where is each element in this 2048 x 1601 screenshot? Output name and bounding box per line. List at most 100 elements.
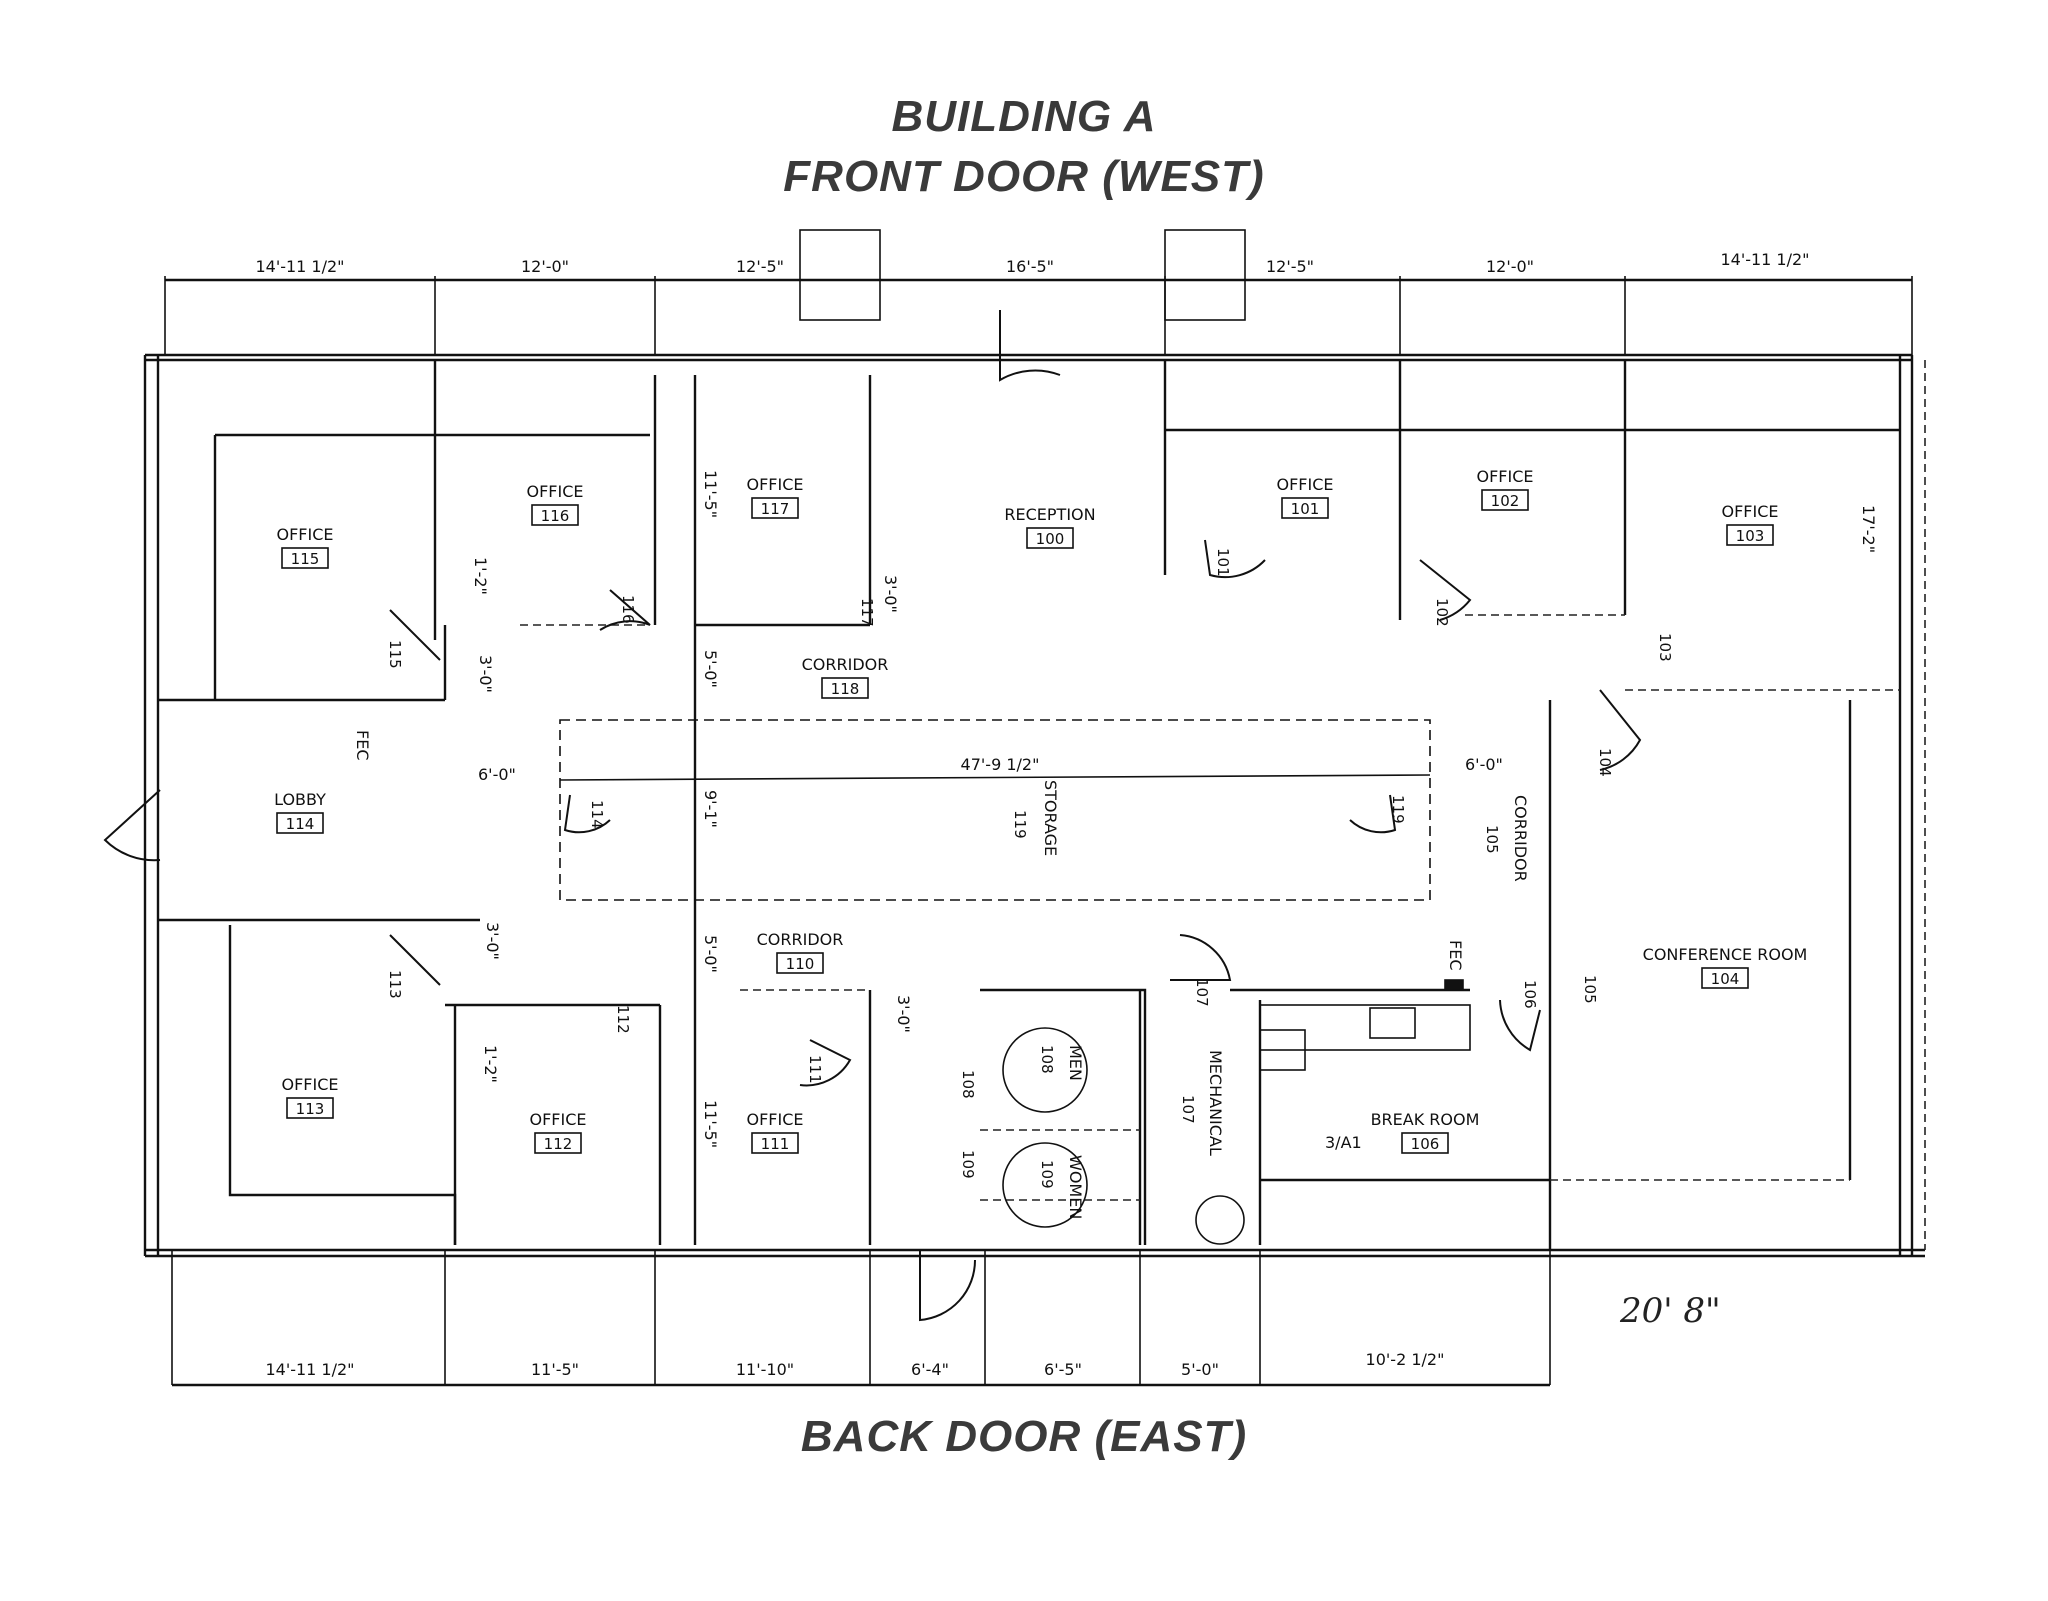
svg-text:105: 105 [1483,825,1501,854]
svg-text:102: 102 [1433,598,1451,627]
svg-text:OFFICE: OFFICE [530,1110,587,1129]
svg-text:FEC: FEC [353,730,372,760]
svg-text:106: 106 [1521,980,1539,1009]
svg-text:103: 103 [1736,527,1765,545]
svg-text:102: 102 [1491,492,1520,510]
svg-text:108: 108 [959,1070,977,1099]
svg-text:12'-0": 12'-0" [521,257,569,276]
svg-text:14'-11 1/2": 14'-11 1/2" [265,1360,354,1379]
svg-text:119: 119 [1011,810,1029,839]
fec-labels: FEC FEC [353,730,1465,991]
svg-text:OFFICE: OFFICE [747,475,804,494]
svg-text:107: 107 [1193,978,1211,1007]
room-break-106: BREAK ROOM 106 [1371,1110,1480,1154]
sheet-reference: 3/A1 [1325,1133,1362,1152]
room-office-103: OFFICE 103 [1722,502,1779,546]
bottom-dimension-strip [171,1250,1551,1387]
room-mechanical-107: MECHANICAL 107 [1179,1050,1225,1156]
svg-text:101: 101 [1291,500,1320,518]
handwritten-note: 20' 8" [1619,1291,1721,1331]
svg-text:17'-2": 17'-2" [1859,505,1878,553]
svg-text:106: 106 [1411,1135,1440,1153]
room-corridor-118: CORRIDOR 118 [802,655,889,699]
svg-text:47'-9 1/2": 47'-9 1/2" [961,755,1040,774]
svg-text:OFFICE: OFFICE [747,1110,804,1129]
svg-text:111: 111 [761,1135,790,1153]
svg-text:119: 119 [1389,795,1407,824]
svg-text:12'-5": 12'-5" [736,257,784,276]
svg-text:115: 115 [386,640,404,669]
svg-text:113: 113 [386,970,404,999]
bottom-dimensions: 14'-11 1/2" 11'-5" 11'-10" 6'-4" 6'-5" 5… [265,1350,1444,1379]
room-office-111: OFFICE 111 [747,1110,804,1154]
top-dimensions: 14'-11 1/2" 12'-0" 12'-5" 16'-5" 12'-5" … [255,250,1809,276]
svg-text:103: 103 [1656,633,1674,662]
svg-text:113: 113 [296,1100,325,1118]
svg-text:OFFICE: OFFICE [1277,475,1334,494]
svg-text:101: 101 [1214,548,1232,577]
svg-text:1'-2": 1'-2" [481,1045,500,1083]
svg-text:114: 114 [286,815,315,833]
svg-text:6'-5": 6'-5" [1044,1360,1082,1379]
svg-text:105: 105 [1581,975,1599,1004]
svg-text:BREAK ROOM: BREAK ROOM [1371,1110,1480,1129]
svg-text:117: 117 [858,598,876,627]
svg-text:3'-0": 3'-0" [483,922,502,960]
svg-text:MECHANICAL: MECHANICAL [1206,1050,1225,1156]
svg-text:11'-5": 11'-5" [701,1100,720,1148]
svg-text:3'-0": 3'-0" [894,995,913,1033]
svg-text:OFFICE: OFFICE [282,1075,339,1094]
room-office-112: OFFICE 112 [530,1110,587,1154]
svg-text:OFFICE: OFFICE [1477,467,1534,486]
svg-text:107: 107 [1179,1095,1197,1124]
svg-text:OFFICE: OFFICE [1722,502,1779,521]
page-subtitle: FRONT DOOR (WEST) [783,152,1265,201]
svg-text:112: 112 [614,1005,632,1034]
door-swings [103,310,1642,1322]
room-reception-100: RECEPTION 100 [1004,505,1096,549]
svg-text:104: 104 [1711,970,1740,988]
page-title: BUILDING A [891,92,1157,141]
room-office-101: OFFICE 101 [1277,475,1334,519]
svg-text:111: 111 [806,1055,824,1084]
svg-text:OFFICE: OFFICE [277,525,334,544]
door-tags: 115 116 117 101 102 103 104 114 119 105 … [386,548,1674,1179]
room-office-116: OFFICE 116 [527,482,584,526]
svg-text:104: 104 [1596,748,1614,777]
svg-text:14'-11 1/2": 14'-11 1/2" [1720,250,1809,269]
svg-text:14'-11 1/2": 14'-11 1/2" [255,257,344,276]
room-office-117: OFFICE 117 [747,475,804,519]
top-dimension-strip [164,229,1913,355]
svg-text:116: 116 [619,595,637,624]
svg-text:100: 100 [1036,530,1065,548]
svg-text:CORRIDOR: CORRIDOR [802,655,889,674]
svg-text:WOMEN: WOMEN [1066,1155,1085,1219]
svg-text:11'-10": 11'-10" [736,1360,794,1379]
svg-text:CORRIDOR: CORRIDOR [757,930,844,949]
svg-text:6'-4": 6'-4" [911,1360,949,1379]
svg-text:114: 114 [588,800,606,829]
svg-text:3'-0": 3'-0" [881,575,900,613]
svg-text:117: 117 [761,500,790,518]
svg-text:MEN: MEN [1066,1045,1085,1081]
svg-text:OFFICE: OFFICE [527,482,584,501]
exterior-walls [143,353,1926,1258]
svg-text:3'-0": 3'-0" [476,655,495,693]
svg-text:112: 112 [544,1135,573,1153]
svg-text:16'-5": 16'-5" [1006,257,1054,276]
svg-text:6'-0": 6'-0" [478,765,516,784]
svg-text:116: 116 [541,507,570,525]
room-office-102: OFFICE 102 [1477,467,1534,511]
svg-text:118: 118 [831,680,860,698]
svg-text:5'-0": 5'-0" [1181,1360,1219,1379]
svg-text:RECEPTION: RECEPTION [1004,505,1095,524]
room-labels: OFFICE 115 OFFICE 116 OFFICE 117 RECEPTION 1… [274,467,1807,1219]
